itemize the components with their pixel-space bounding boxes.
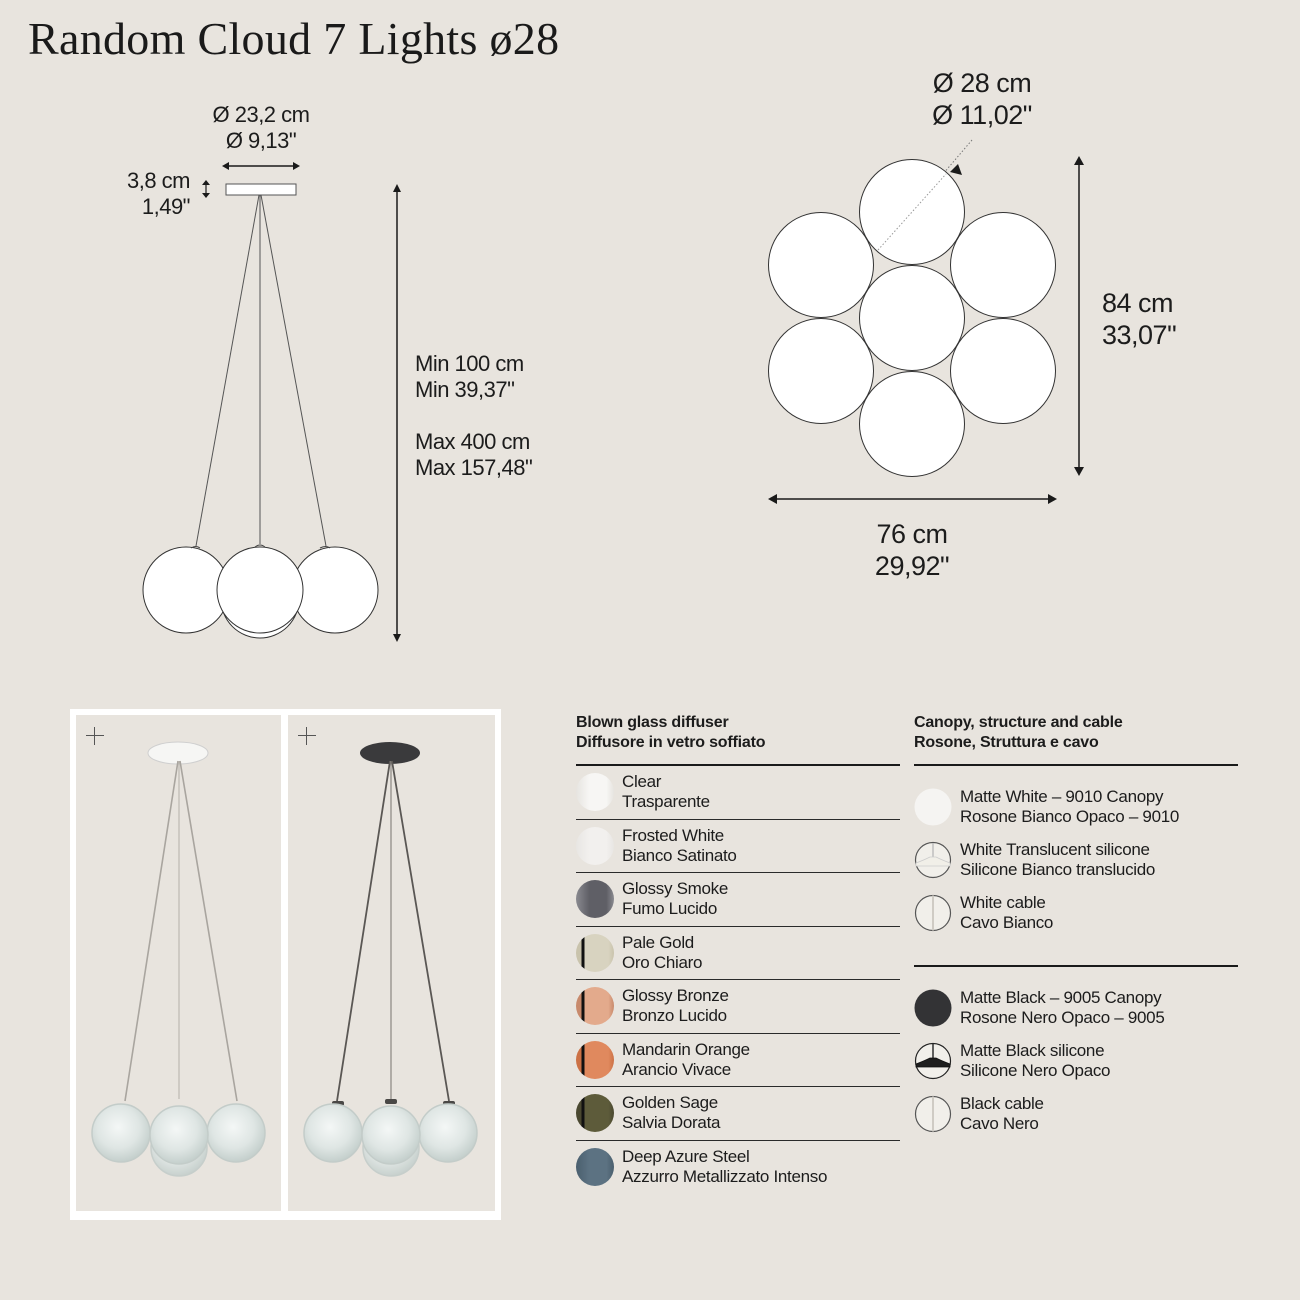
plus-icon[interactable] xyxy=(298,727,316,745)
overall-width-label: 76 cm 29,92" xyxy=(874,519,950,581)
divider xyxy=(576,818,900,820)
color-swatch-icon xyxy=(576,880,614,919)
color-swatch-icon xyxy=(576,773,614,812)
cable-icon xyxy=(914,1095,952,1132)
color-swatch-icon xyxy=(576,1147,614,1186)
color-swatch-icon xyxy=(576,826,614,865)
photo-white-version[interactable] xyxy=(76,715,281,1211)
canopy-finishes: Canopy, structure and cable Rosone, Stru… xyxy=(914,712,1238,1140)
canopy-disc-icon xyxy=(914,788,952,825)
divider xyxy=(576,1032,900,1034)
diffuser-heading: Blown glass diffuser Diffusore in vetro … xyxy=(576,714,766,751)
side-view-drawing xyxy=(142,139,1084,642)
cable-icon xyxy=(914,894,952,931)
product-photos xyxy=(70,709,501,1220)
divider xyxy=(576,872,900,873)
color-swatch-icon xyxy=(576,933,614,972)
divider xyxy=(914,764,1238,766)
photo-black-version[interactable] xyxy=(288,715,495,1211)
divider xyxy=(576,979,900,980)
overall-height-label: 84 cm 33,07" xyxy=(1102,288,1177,350)
divider xyxy=(576,764,900,766)
globe-diameter-label: Ø 28 cm Ø 11,02" xyxy=(932,68,1032,130)
color-swatch-icon xyxy=(576,1040,614,1079)
silicone-cap-icon xyxy=(914,841,952,878)
drop-max-label: Max 400 cm Max 157,48" xyxy=(415,429,533,480)
divider xyxy=(576,1139,900,1141)
canopy-disc-icon xyxy=(914,989,952,1026)
divider xyxy=(914,965,1238,967)
canopy-height-label: 3,8 cm 1,49" xyxy=(126,168,191,219)
canopy-heading: Canopy, structure and cable Rosone, Stru… xyxy=(914,714,1123,751)
divider xyxy=(576,1086,900,1087)
silicone-cap-icon xyxy=(914,1042,952,1079)
color-swatch-icon xyxy=(576,987,614,1026)
pendant-black-image xyxy=(303,742,478,1177)
page-title: Random Cloud 7 Lights ø28 xyxy=(28,13,560,64)
color-swatch-icon xyxy=(576,1094,614,1133)
plus-icon[interactable] xyxy=(86,727,104,745)
drop-min-label: Min 100 cm Min 39,37" xyxy=(415,351,524,402)
divider xyxy=(576,925,900,927)
diffuser-finishes: Blown glass diffuser Diffusore in vetro … xyxy=(576,712,900,1193)
canopy-diameter-label: Ø 23,2 cm Ø 9,13" xyxy=(212,102,310,153)
pendant-white-image xyxy=(91,741,266,1177)
